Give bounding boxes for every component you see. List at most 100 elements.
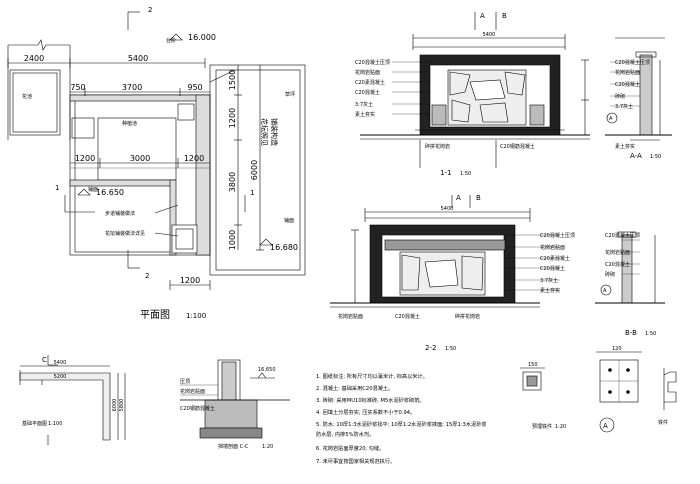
sec22-bottom-2: 碎拼花岗岩 (455, 313, 480, 320)
sec22-title: 2-2 (425, 344, 436, 352)
sec22-mark-b: B (476, 194, 481, 202)
sec11-label-5: 素土夯实 (355, 111, 375, 118)
plan-dim-950: 950 (187, 83, 202, 92)
sec11-top-dim: 5400 (483, 32, 496, 38)
secAA-label-5: 素土夯实 (615, 143, 635, 150)
plansmall-dim-1: 5200 (54, 374, 67, 380)
plan-label-level: 铺面 (88, 186, 98, 193)
plan-label-right: 花坛照见 (260, 118, 269, 146)
plansmall-title: 基础平面图 (22, 420, 47, 427)
sec11-label-2: C20素混凝土 (355, 79, 385, 86)
seccc-label-0: 压顶 (180, 379, 190, 385)
sec11-label-4: 3:7灰土 (355, 101, 373, 108)
plan-scale: 1:100 (186, 312, 206, 320)
sec22-label-3: C20混凝土 (540, 265, 565, 272)
sec22-label-2: C20素混凝土 (540, 255, 570, 262)
plan-dim-5400: 5400 (128, 54, 148, 63)
note-7: 7. 未尽事宜按国家相关规范执行。 (316, 457, 395, 465)
plan-title: 平面图 (140, 309, 170, 321)
note-5b: 防水层, 内掺5%防水剂。 (316, 430, 374, 438)
plan-dim-1000: 1000 (228, 230, 237, 250)
sec22-mark-a: A (456, 194, 461, 202)
secAA-scale: 1:50 (650, 154, 661, 160)
secBB-scale: 1:50 (645, 331, 656, 337)
sec11-bottom-1: C20钢筋混凝土 (500, 143, 535, 150)
note-3: 3. 砖砌: 采用MU10标准砖, M5水泥砂浆砌筑。 (316, 396, 425, 404)
secAA-title: A-A (630, 152, 642, 160)
section-mark-1-left: 1 (55, 184, 59, 192)
secAA-label-3: 砖砌 (615, 93, 625, 100)
section-a-a (605, 37, 672, 141)
sec22-label-0: C20混凝土压顶 (540, 232, 575, 239)
secAA-label-2: C20混凝土 (615, 81, 640, 88)
section-mark-2-bottom: 2 (145, 272, 149, 280)
plansmall-dim-3: 5800 (119, 399, 125, 412)
secBB-label-1: 花岗岩贴面 (605, 249, 630, 256)
secAA-label-4: 3:7灰土 (615, 103, 633, 110)
sec11-scale: 1:50 (460, 171, 471, 177)
elev-16000: 16.000 (188, 33, 216, 42)
plansmall-dim-0: 5400 (54, 360, 67, 366)
plansmall-scale: 1:100 (48, 421, 62, 427)
section-b-b (595, 231, 665, 304)
plan-dim-6000: 6000 (250, 160, 259, 180)
note-2: 2. 混凝土: 基础采用C20混凝土。 (316, 384, 393, 392)
section-mark-1-right: 1 (250, 189, 254, 197)
detail2-mark: A (603, 422, 608, 430)
sec11-label-0: C20混凝土压顶 (355, 59, 390, 66)
detail3-title: 铁件 (658, 419, 668, 426)
detail1-title: 预埋铁件 (532, 423, 552, 430)
sec22-bottom-0: 花岗岩贴面 (338, 313, 363, 320)
section-c-c (180, 359, 290, 439)
secAA-label-0: C20混凝土压顶 (615, 59, 650, 66)
seccc-label-1: 花岗岩贴面 (180, 388, 205, 395)
sec22-label-5: 素土夯实 (540, 287, 560, 294)
sec22-scale: 1:50 (445, 346, 456, 352)
secAA-mark: A (609, 116, 613, 122)
plan-label-stairs: 台阶 (166, 37, 176, 44)
detail-dim-1: 120 (612, 346, 622, 352)
plan-dim-3000: 3000 (130, 154, 150, 163)
sec22-label-1: 花岗岩贴面 (540, 244, 565, 251)
plan-dim-1200a: 1200 (75, 154, 95, 163)
secBB-mark: A (603, 288, 607, 294)
section-1-1 (360, 12, 590, 168)
note-1: 1. 图纸标注: 所有尺寸均以毫米计, 标高以米计。 (316, 372, 428, 380)
detail1-scale: 1:20 (555, 424, 566, 430)
plan-dim-3800: 3800 (228, 172, 237, 192)
plan-label-right2: 铺装构造 (270, 118, 279, 146)
foundation-plan (19, 355, 126, 445)
secBB-label-2: C20混凝土 (605, 261, 630, 268)
sec11-bottom-0: 碎拼花岗岩 (425, 143, 450, 150)
sec11-title: 1-1 (440, 169, 451, 177)
note-6: 6. 花岗岩贴面厚度20, 勾缝。 (316, 444, 384, 452)
note-4: 4. 回填土分层夯实, 压实系数不小于0.94。 (316, 408, 415, 416)
sec11-label-1: 花岗岩贴面 (355, 69, 380, 76)
drawing-text: 2400 5400 750 3700 950 1200 3000 1200 12… (22, 6, 668, 465)
sec22-bottom-1: C20混凝土 (395, 313, 420, 320)
plan-dim-1200b: 1200 (184, 154, 204, 163)
sec22-label-4: 3:7灰土 (540, 277, 558, 284)
plan-dim-3700: 3700 (122, 83, 142, 92)
sec22-top-dim: 5400 (441, 206, 454, 212)
secAA-label-1: 花岗岩贴面 (615, 69, 640, 76)
secBB-label-3: 砖砌 (605, 271, 615, 278)
note-5: 5. 防水: 10厚1:3水泥砂浆找平; 10厚1:2水泥砂浆抹面; 15厚1:… (316, 420, 487, 428)
plansmall-mark: C (42, 356, 47, 364)
plan-label-right-mark: 铺面 (284, 217, 294, 224)
plan-dim-1500: 1500 (228, 70, 237, 90)
seccc-elev: 16.650 (258, 367, 276, 373)
plansmall-dim-2: 6000 (112, 399, 118, 412)
site-plan (7, 11, 306, 290)
section-2-2 (330, 195, 560, 308)
seccc-title: 挡墙剖面 C-C (218, 443, 249, 450)
plan-label-lawn: 草坪 (285, 91, 295, 98)
elev-16650: 16.650 (96, 188, 124, 197)
plan-dim-1200-bottom: 1200 (180, 276, 200, 285)
plan-label-garden: 种植池 (122, 120, 137, 127)
plan-dim-2400: 2400 (24, 54, 44, 63)
sec11-mark-a: A (480, 12, 485, 20)
secBB-title: B-B (625, 329, 637, 337)
secBB-label-0: C20混凝土压顶 (605, 232, 640, 239)
